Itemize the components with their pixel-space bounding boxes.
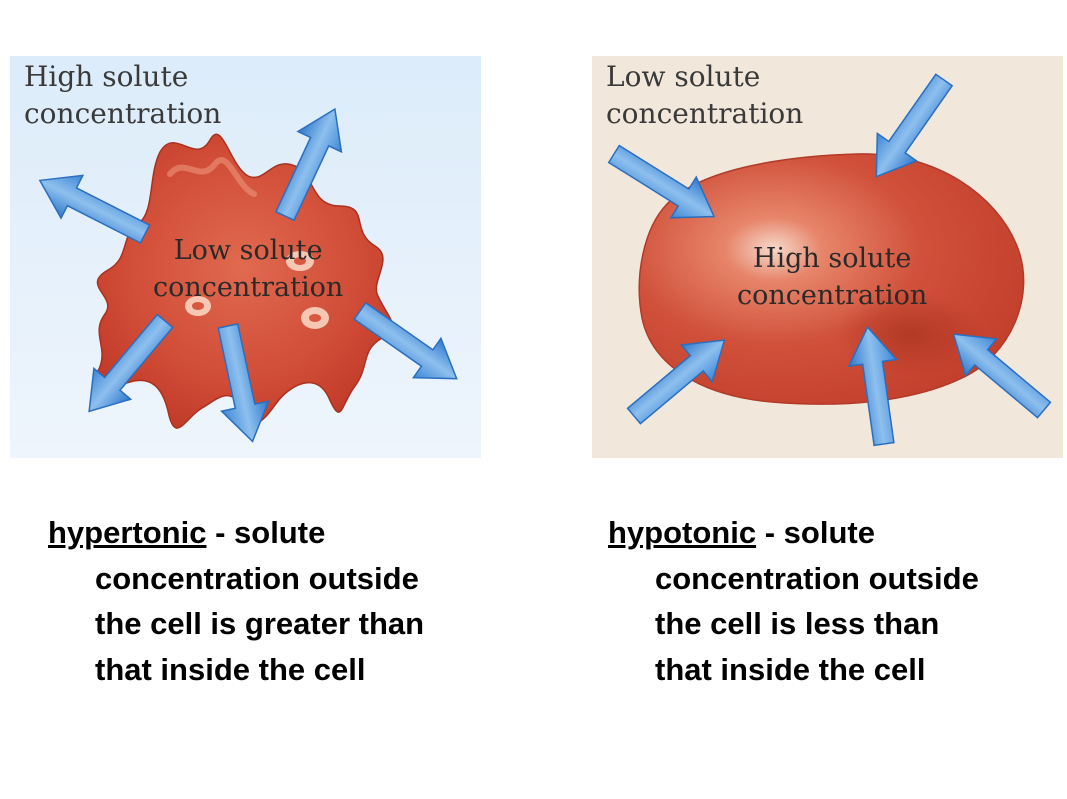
hypotonic-diagram: Low solute concentration High solute con… [592,56,1063,458]
caption-line: that inside the cell [95,651,366,687]
caption-dash-text: - solute [756,515,875,550]
caption-line: concentration outside [95,560,419,596]
hypertonic-caption: hypertonic - solute concentration outsid… [48,510,508,692]
hypertonic-illustration [10,56,481,458]
hypertonic-diagram: High solute concentration Low solute con… [10,56,481,458]
hypertonic-term: hypertonic [48,515,207,550]
caption-first-line: hypotonic - solute [608,510,1067,556]
caption-line: the cell is less than [655,606,940,641]
caption-line: the cell is greater than [95,606,425,641]
vesicles [185,251,329,329]
hypotonic-caption: hypotonic - solute concentration outside… [608,510,1067,692]
left-outer-label: High solute concentration [24,60,222,130]
left-inner-label: Low solute concentration [153,235,344,303]
right-inner-label: High solute concentration [737,243,928,311]
caption-line: concentration outside [655,560,979,596]
right-outer-label: Low solute concentration [606,60,804,130]
hypotonic-illustration [592,56,1063,458]
caption-dash-text: - solute [206,515,326,550]
caption-first-line: hypertonic - solute [48,510,508,556]
caption-line: that inside the cell [655,651,926,687]
hypotonic-term: hypotonic [608,515,757,550]
crenated-cell [91,133,393,429]
